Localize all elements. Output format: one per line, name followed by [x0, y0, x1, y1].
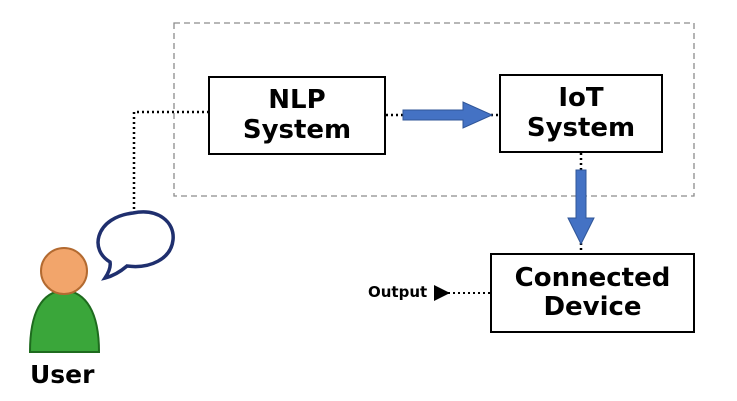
output-label: Output	[368, 283, 428, 301]
nlp-system-box: NLP System	[208, 76, 386, 155]
iot-to-device-arrow	[567, 169, 595, 246]
nlp-system-label-line1: NLP	[268, 85, 326, 116]
nlp-to-iot-arrow	[402, 101, 494, 129]
nlp-system-label-line2: System	[242, 114, 352, 145]
user-body-icon	[28, 288, 101, 353]
user-head-icon	[40, 247, 88, 295]
system-boundary	[173, 22, 695, 197]
connected-device-box: Connected Device	[490, 253, 695, 333]
user-to-nlp-connector	[132, 110, 208, 214]
speech-bubble-icon	[96, 210, 175, 281]
connected-device-label-line2: Device	[543, 292, 642, 322]
connected-device-label-line1: Connected	[514, 262, 671, 293]
iot-system-label-line2: System	[526, 112, 636, 143]
user-label: User	[30, 360, 95, 389]
iot-system-box: IoT System	[499, 74, 663, 153]
iot-system-label-line1: IoT	[558, 83, 604, 114]
